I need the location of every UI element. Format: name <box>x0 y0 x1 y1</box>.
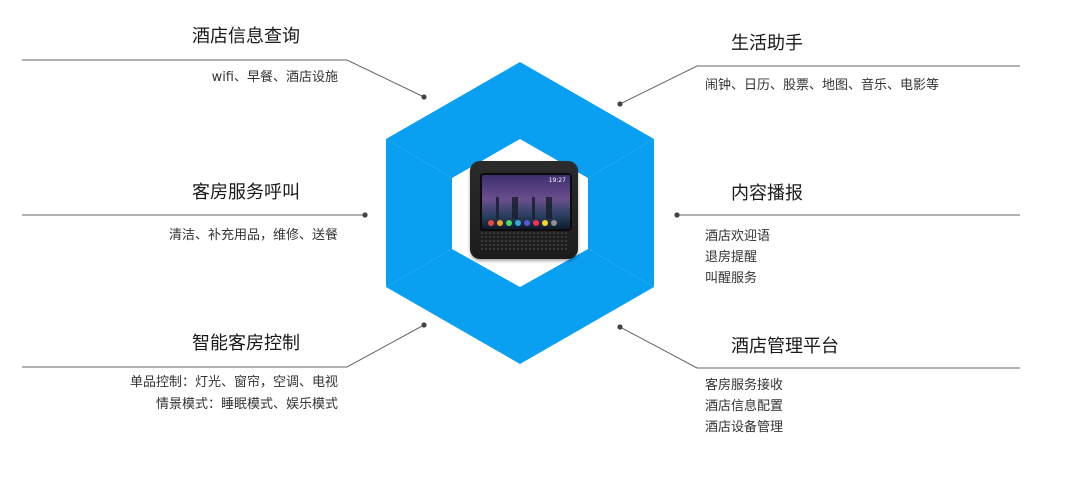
title-smart-room: 智能客房控制 <box>192 333 300 354</box>
city-skyline-image <box>482 197 570 219</box>
dot-life-assistant <box>617 101 623 107</box>
title-hotel-platform: 酒店管理平台 <box>731 336 839 357</box>
app-icon <box>551 220 557 226</box>
list-hotel-platform: 客房服务接收 酒店信息配置 酒店设备管理 <box>705 375 783 438</box>
desc-life-assistant: 闹钟、日历、股票、地图、音乐、电影等 <box>705 78 940 93</box>
connector-hotel-platform <box>619 326 1020 369</box>
speaker-grill <box>480 231 568 251</box>
device-clock: 19:27 <box>548 177 566 184</box>
hexagon-segment-bottom-right <box>520 249 654 364</box>
dot-room-service <box>362 212 368 218</box>
list-content-broadcast: 酒店欢迎语 退房提醒 叫醒服务 <box>705 226 770 289</box>
app-icon <box>542 220 548 226</box>
hexagon-segment-top-right <box>520 62 654 178</box>
title-life-assistant: 生活助手 <box>731 33 803 54</box>
desc-smart-room-line-1: 单品控制：灯光、窗帘，空调、电视 <box>129 375 338 390</box>
hexagon-segment-right <box>588 139 654 287</box>
dot-hotel-info <box>421 94 427 100</box>
dot-content-broadcast <box>674 212 680 218</box>
connector-hotel-info <box>22 59 425 98</box>
hexagon-frame <box>386 62 654 364</box>
list-item: 叫醒服务 <box>705 271 758 286</box>
device-screen: 19:27 <box>480 173 572 231</box>
list-item: 酒店设备管理 <box>705 420 784 435</box>
title-hotel-info: 酒店信息查询 <box>192 26 300 47</box>
app-icon <box>524 220 530 226</box>
dot-smart-room <box>421 322 427 328</box>
desc-hotel-info: wifi、早餐、酒店设施 <box>211 70 338 85</box>
list-item: 酒店信息配置 <box>705 399 784 414</box>
list-item: 客房服务接收 <box>705 378 784 393</box>
hexagon-segment-bottom-left <box>386 249 520 364</box>
desc-smart-room-line-2: 情景模式：睡眠模式、娱乐模式 <box>155 397 338 412</box>
title-room-service: 客房服务呼叫 <box>192 182 300 203</box>
hexagon-segment-left <box>386 139 452 287</box>
connector-life-assistant <box>619 65 1020 105</box>
smart-speaker-device: 19:27 <box>470 161 578 259</box>
connector-dots <box>362 94 680 330</box>
list-item: 酒店欢迎语 <box>705 229 771 244</box>
hexagon-segment-top-left <box>386 62 520 178</box>
app-icon-row <box>488 220 557 226</box>
desc-room-service: 清洁、补充用品，维修、送餐 <box>168 228 338 243</box>
connector-smart-room <box>22 324 425 368</box>
connector-lines <box>22 59 1020 369</box>
app-icon <box>533 220 539 226</box>
app-icon <box>506 220 512 226</box>
app-icon <box>488 220 494 226</box>
list-item: 退房提醒 <box>705 250 758 265</box>
title-content-broadcast: 内容播报 <box>731 183 803 204</box>
dot-hotel-platform <box>617 324 623 330</box>
app-icon <box>515 220 521 226</box>
app-icon <box>497 220 503 226</box>
